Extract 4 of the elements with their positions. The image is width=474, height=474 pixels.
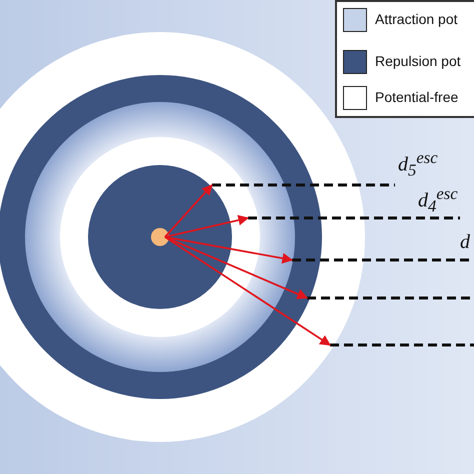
legend-label: Repulsion pot	[375, 53, 461, 69]
legend-label: Potential-free	[375, 89, 458, 105]
legend-label: Attraction pot	[375, 11, 458, 27]
distance-label: d	[460, 232, 470, 252]
